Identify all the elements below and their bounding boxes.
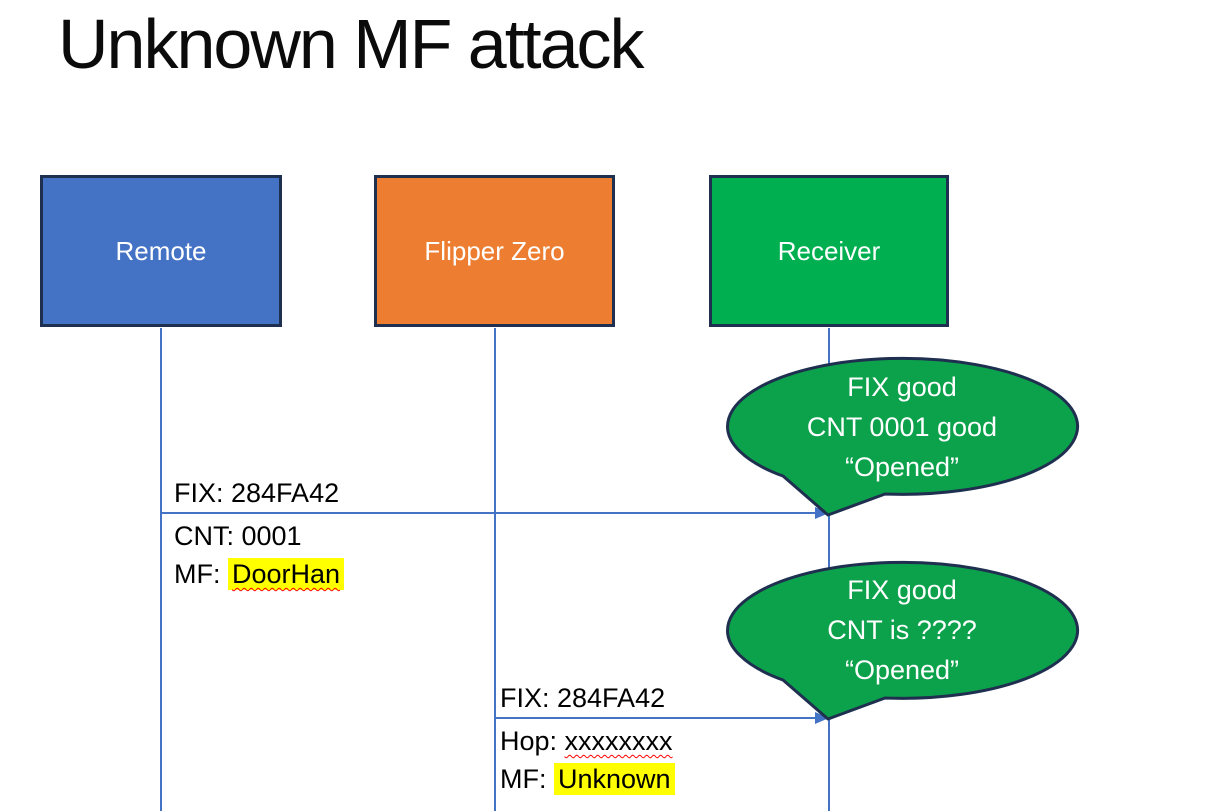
speech-bubble-2-shape: [726, 560, 1080, 721]
message1-label-fix: FIX: 284FA42: [174, 478, 340, 508]
message2-label-details: Hop: xxxxxxxx MF: Unknown: [500, 722, 675, 798]
message1-cnt-value: 0001: [241, 521, 302, 551]
message1-mf-prefix: MF:: [174, 559, 228, 589]
actor-box-flipper-zero: Flipper Zero: [374, 175, 615, 327]
bubble2-line1: FIX good: [847, 575, 957, 605]
speech-bubble-1-shape: [726, 356, 1080, 517]
bubble1-line2: CNT 0001 good: [806, 412, 998, 442]
lifeline-flipper-zero: [494, 328, 496, 811]
slide-title: Unknown MF attack: [58, 5, 645, 83]
actor-box-remote: Remote: [40, 175, 282, 327]
bubble2-line2: CNT is ????: [827, 615, 977, 645]
message1-label-details: CNT: 0001 MF: DoorHan: [174, 517, 345, 593]
bubble1-line1: FIX good: [847, 372, 957, 402]
lifeline-remote: [160, 328, 162, 811]
message2-mf-value-highlighted: Unknown: [554, 763, 675, 795]
message1-mf-line: MF: DoorHan: [174, 555, 345, 593]
message2-hop-line: Hop: xxxxxxxx: [500, 722, 675, 760]
message2-label-fix: FIX: 284FA42: [500, 683, 666, 713]
message2-hop-value: xxxxxxxx: [564, 726, 673, 756]
actor-box-receiver: Receiver: [709, 175, 949, 327]
message1-cnt-line: CNT: 0001: [174, 517, 344, 555]
message2-arrow-line: [495, 717, 816, 719]
speech-bubble-1: [726, 356, 1080, 517]
speech-bubble-2: [726, 560, 1080, 721]
message1-arrow-line: [161, 512, 816, 514]
speech-bubble-2-text: FIX good CNT is ???? “Opened”: [727, 570, 1077, 690]
speech-bubble-1-text: FIX good CNT 0001 good “Opened”: [727, 367, 1077, 487]
actor-label-flipper-zero: Flipper Zero: [424, 235, 565, 266]
message2-mf-line: MF: Unknown: [500, 760, 675, 798]
message2-hop-prefix: Hop:: [500, 726, 565, 756]
bubble1-line3: “Opened”: [844, 452, 960, 482]
actor-label-remote: Remote: [115, 235, 207, 266]
actor-label-receiver: Receiver: [777, 235, 881, 266]
bubble2-line3: “Opened”: [844, 655, 960, 685]
message1-mf-value-highlighted: DoorHan: [228, 558, 345, 590]
message1-cnt-prefix: CNT:: [174, 521, 242, 551]
message2-mf-prefix: MF:: [500, 764, 554, 794]
